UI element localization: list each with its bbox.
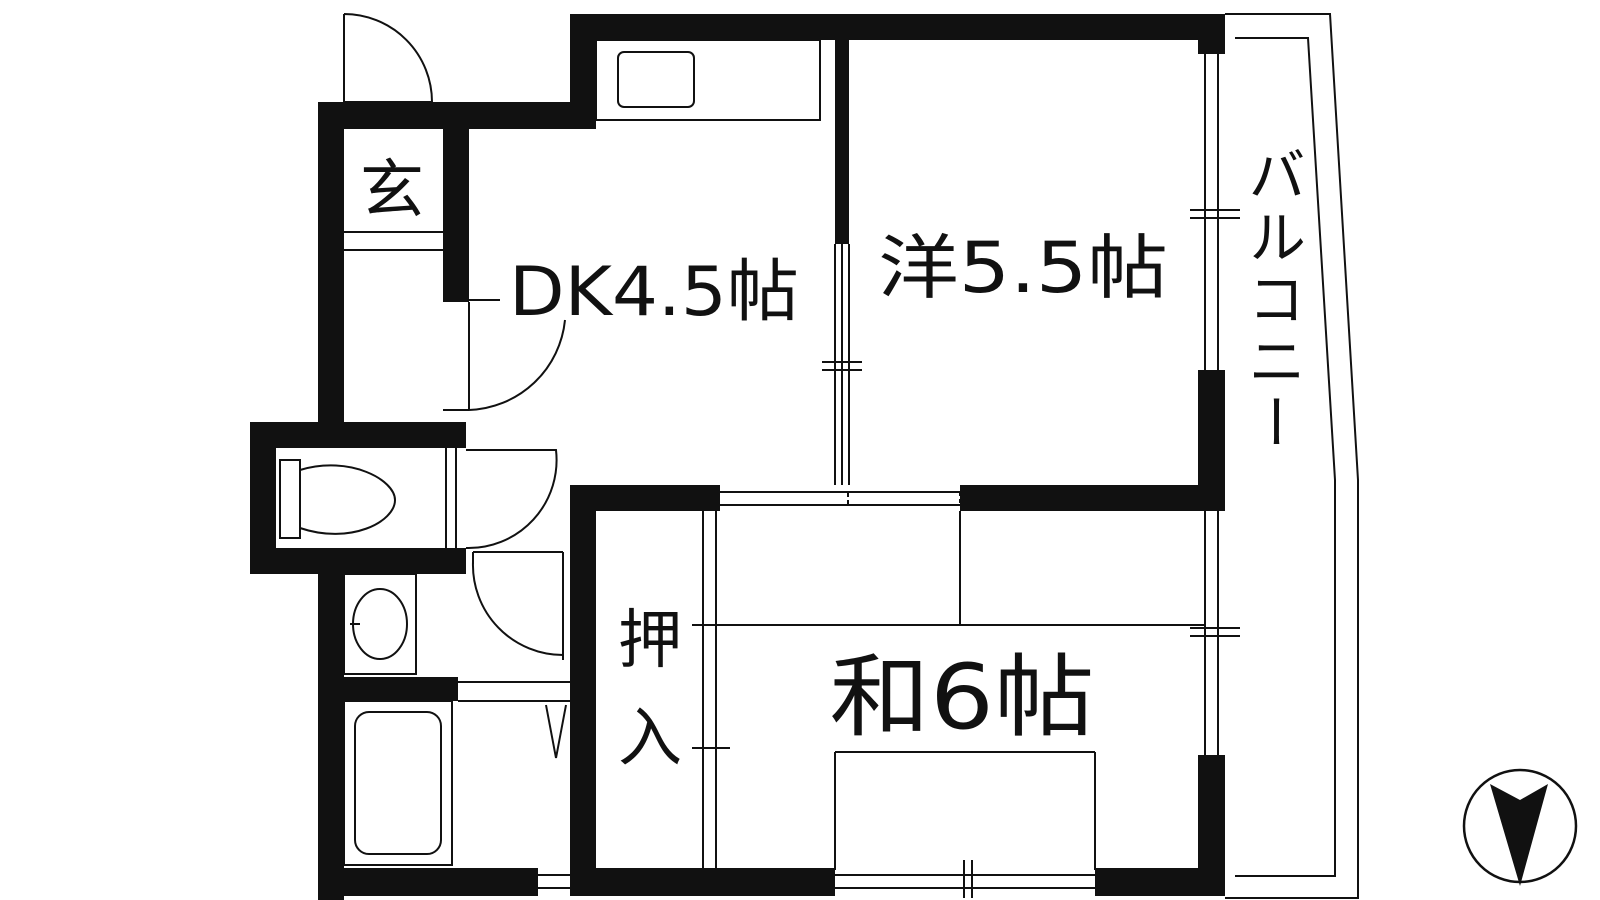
kitchen-counter bbox=[595, 39, 821, 121]
north-arrow-icon bbox=[1490, 784, 1548, 886]
entrance-label: 玄 bbox=[360, 154, 424, 228]
western-room-label: 洋5.5帖 bbox=[878, 227, 1168, 309]
balcony-label: バルコニー bbox=[1238, 145, 1306, 455]
toilet-door bbox=[465, 449, 558, 550]
dk-door bbox=[468, 319, 566, 411]
balcony-outline bbox=[1225, 13, 1359, 899]
fixtures bbox=[279, 13, 1359, 899]
bathtub bbox=[343, 700, 453, 866]
japanese-room-label: 和6帖 bbox=[830, 645, 1095, 750]
kitchen-sink bbox=[617, 51, 695, 108]
toilet bbox=[279, 459, 397, 539]
north-compass bbox=[1462, 768, 1578, 886]
dining-kitchen-label: DK4.5帖 bbox=[509, 253, 799, 332]
bath-door bbox=[471, 561, 564, 656]
closet-label-top: 押 bbox=[618, 604, 682, 678]
washbasin bbox=[343, 573, 417, 675]
room-labels: 玄 DK4.5帖 洋5.5帖 和6帖 押 入 バルコニー bbox=[360, 145, 1306, 776]
walls bbox=[250, 14, 1225, 900]
closet-label-bottom: 入 bbox=[618, 702, 682, 776]
entrance-door bbox=[343, 13, 433, 103]
